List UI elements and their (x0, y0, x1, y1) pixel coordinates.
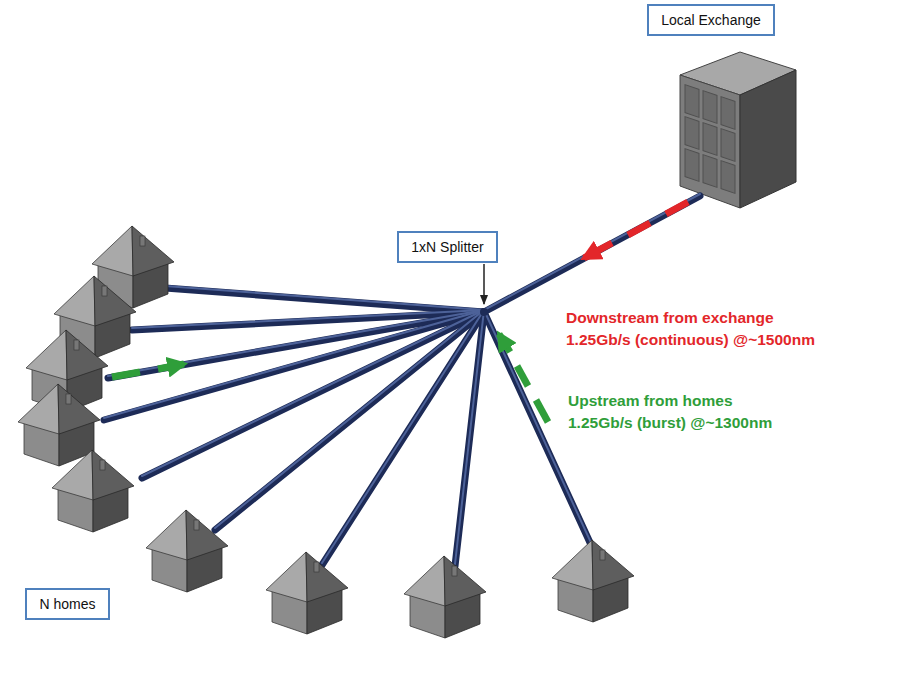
splitter-pointer (483, 264, 485, 304)
box-text: Local Exchange (660, 12, 762, 28)
upstream-signal (112, 334, 548, 422)
homes (18, 226, 634, 638)
splitter-label: 1xN Splitter (397, 231, 498, 263)
downstream-signal (584, 202, 688, 258)
exchange-building (680, 52, 796, 208)
exchange-label: Local Exchange (647, 4, 775, 36)
downstream-title: Downstream from exchange (566, 309, 774, 327)
box-text: 1xN Splitter (410, 239, 485, 255)
optical-fibres (104, 194, 700, 566)
box-text: N homes (38, 596, 97, 612)
homes-label: N homes (25, 588, 110, 620)
upstream-rate: 1.25Gb/s (burst) @~1300nm (568, 414, 772, 432)
downstream-rate: 1.25Gb/s (continuous) @~1500nm (566, 331, 815, 349)
upstream-title: Upstream from homes (568, 392, 733, 410)
splitter-point (480, 308, 488, 316)
